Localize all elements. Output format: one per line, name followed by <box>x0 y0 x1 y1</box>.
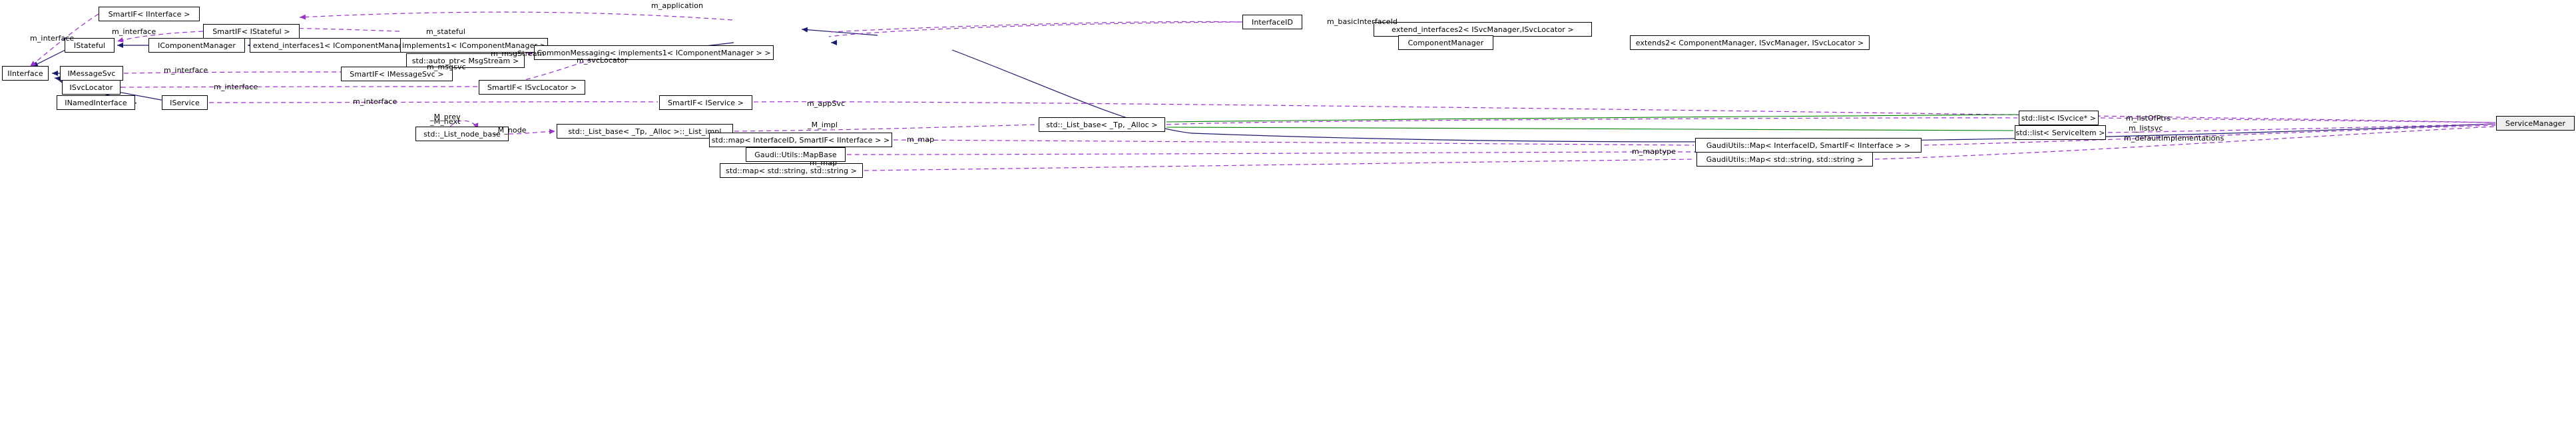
edge-listsvc <box>2107 123 2496 133</box>
edge-label-m-map-2: m_map <box>810 159 838 167</box>
node-std-list-serviceitem[interactable]: std::list< ServiceItem > <box>2015 125 2106 140</box>
edge-label-m-stateful: m_stateful <box>426 27 465 36</box>
edge-map2 <box>864 159 1696 171</box>
edge-label-m-appsvc: m_appSvc <box>807 99 846 108</box>
node-gaudiutils-map-string-string[interactable]: GaudiUtils::Map< std::string, std::strin… <box>1696 152 1873 167</box>
edge-maptype <box>1874 126 2496 160</box>
edge-map1 <box>893 139 1694 146</box>
edge-imessagesvc-smartif <box>123 71 342 74</box>
edge-interfaceid-to-extends <box>830 21 1243 33</box>
edge-label-m-interface-3: m_interface <box>164 66 208 75</box>
edge-mapbase <box>846 151 1696 155</box>
edge-label-m-msgsvc: m_msgsvc <box>427 63 466 71</box>
node-std-map-string-string[interactable]: std::map< std::string, std::string > <box>720 163 863 178</box>
edge-label-m-prev: _M_prev <box>430 113 461 121</box>
edge-listbase-to-list <box>1166 117 2018 125</box>
edge-label-m-application: m_application <box>651 1 704 10</box>
edge-label-m-msgstream: m_msgStream <box>491 49 545 58</box>
node-std-map-interfaceid-smartif[interactable]: std::map< InterfaceID, SmartIF< IInterfa… <box>709 133 892 147</box>
edge-label-m-interface-4: m_interface <box>214 83 258 91</box>
node-isvclocator[interactable]: ISvcLocator <box>62 80 121 95</box>
edge-label-m-listsvc: m_listsvc <box>2129 124 2163 133</box>
edge-label-m-impl: _M_impl <box>808 121 838 129</box>
node-std-list-base[interactable]: std::_List_base< _Tp, _Alloc > <box>1039 117 1165 132</box>
node-iservice[interactable]: IService <box>162 95 208 110</box>
node-commonmessaging[interactable]: CommonMessaging< implements1< IComponent… <box>534 45 774 60</box>
edge-componentmanager-to-smartif-iinterface-top <box>299 11 733 21</box>
node-extend-interfaces2[interactable]: extend_interfaces2< ISvcManager,ISvcLoca… <box>1374 22 1592 37</box>
edge-label-m-map-1: m_map <box>907 135 935 144</box>
edge-label-m-interface-5: m_interface <box>353 97 397 106</box>
node-smartif-istateful[interactable]: SmartIF< IStateful > <box>203 24 300 39</box>
edge-iservice-smartif <box>208 101 658 103</box>
edge-label-m-node: _M_node <box>494 126 527 135</box>
node-interfaceid[interactable]: InterfaceID <box>1242 15 1302 29</box>
node-servicemanager[interactable]: ServiceManager <box>2496 116 2575 131</box>
node-extends2-componentmanager[interactable]: extends2< ComponentManager, ISvcManager,… <box>1630 35 1870 50</box>
usage-edges <box>29 11 2496 171</box>
edge-label-m-svclocator: m_svcLocator <box>577 56 628 65</box>
node-componentmanager[interactable]: ComponentManager <box>1398 35 1493 50</box>
node-smartif-isvclocator[interactable]: SmartIF< ISvcLocator > <box>479 80 585 95</box>
node-std-list-iservice[interactable]: std::list< ISvcice* > <box>2019 111 2099 125</box>
green-edges <box>1166 114 2018 131</box>
node-std-list-base-list-impl[interactable]: std::_List_base< _Tp, _Alloc >::_List_im… <box>557 124 733 139</box>
edge-label-m-maptype: m_maptype <box>1632 147 1676 156</box>
edge-basicinterfaceid <box>828 21 1239 37</box>
node-smartif-iservice[interactable]: SmartIF< IService > <box>659 95 752 110</box>
edge-appsvc <box>753 101 2496 123</box>
edge-extends2-extendif2 <box>801 27 878 36</box>
node-gaudiutils-map-interfaceid[interactable]: GaudiUtils::Map< InterfaceID, SmartIF< I… <box>1695 138 1922 153</box>
node-icomponentmanager[interactable]: IComponentManager <box>148 38 245 53</box>
edge-label-m-defaultimplementations: m_defaultImplementations <box>2124 134 2224 143</box>
node-smartif-iinterface[interactable]: SmartIF< IInterface > <box>99 7 200 21</box>
node-extend-interfaces1[interactable]: extend_interfaces1< IComponentManager > <box>250 38 423 53</box>
node-iinterface[interactable]: IInterface <box>2 66 49 81</box>
edge-label-m-interface-1: m_interface <box>30 34 75 43</box>
edge-mimpl <box>734 124 1038 132</box>
edge-label-m-basicinterfaceid: m_basicInterfaceId <box>1327 17 1398 26</box>
edge-label-m-next: _M_next <box>430 117 461 126</box>
node-inamedinterface[interactable]: INamedInterface <box>57 95 135 110</box>
node-imessagesvc[interactable]: IMessageSvc <box>60 66 123 81</box>
edge-label-m-interface-2: m_interface <box>112 27 156 36</box>
edge-label-m-listofptrs: m_listOfPtrs <box>2126 114 2171 123</box>
node-gaudi-utils-mapbase[interactable]: Gaudi::Utils::MapBase <box>746 147 846 162</box>
